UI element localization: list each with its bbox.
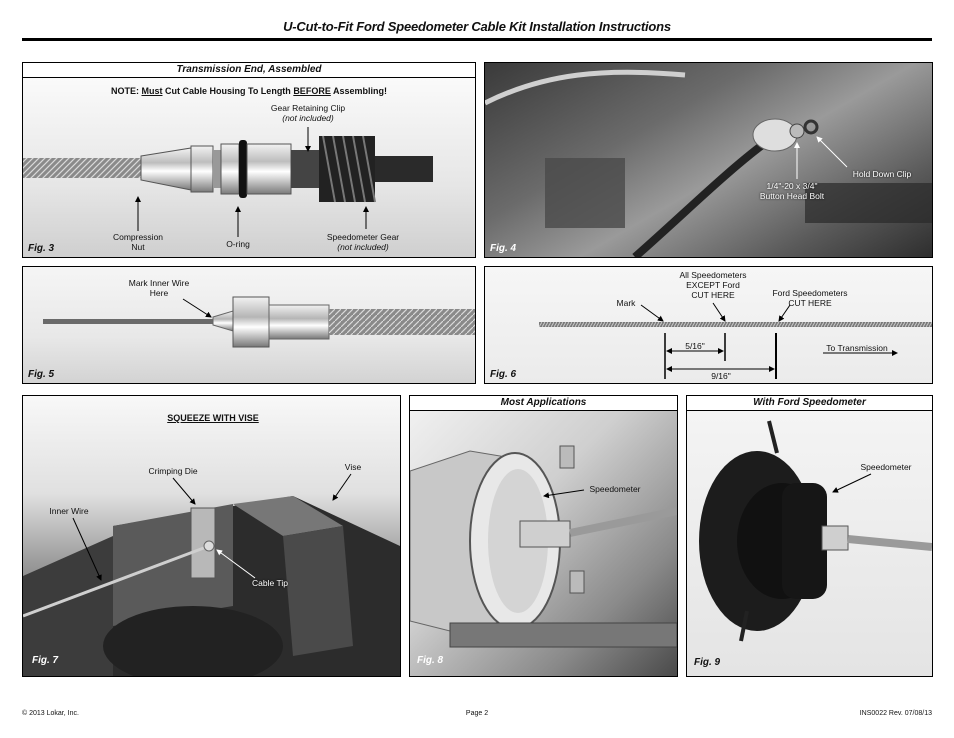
footer-doc-number: INS0022 Rev. 07/08/13 [859, 710, 932, 717]
fig6-illustration [539, 322, 932, 327]
fig6-label: Fig. 6 [490, 369, 517, 380]
fig9-photo [687, 411, 932, 676]
button-head-bolt-label: 1/4"-20 x 3/4"Button Head Bolt [759, 181, 825, 201]
page-title: U-Cut-to-Fit Ford Speedometer Cable Kit … [283, 19, 671, 34]
crimping-die [190, 507, 216, 579]
title-divider [22, 38, 932, 41]
speedometer-gear [319, 135, 376, 203]
vise [23, 496, 400, 676]
squeeze-with-vise-label: SQUEEZE WITH VISE [167, 413, 259, 423]
footer-copyright: © 2013 Lokar, Inc. [22, 710, 79, 717]
fig4-illustration [485, 69, 932, 257]
button-head-bolt [789, 123, 805, 139]
cable-tip [203, 540, 215, 552]
fig9-illustration [699, 420, 932, 642]
fig5-label: Fig. 5 [28, 369, 55, 380]
hold-down-clip-label: Hold Down Clip [852, 169, 912, 179]
o-ring-label: O-ring [226, 239, 250, 249]
inner-wire [23, 544, 210, 618]
fig8-illustration [410, 445, 677, 648]
fig5-photo [23, 267, 475, 383]
fig3-panel: Transmission End, Assembled [22, 62, 476, 258]
footer-page: Page 2 [465, 710, 489, 717]
braided-housing [23, 158, 143, 178]
gear-retaining-clip-label: Gear Retaining Clip(not included) [270, 103, 346, 123]
o-ring [239, 140, 247, 198]
fig8-photo [410, 411, 677, 676]
fig4-label: Fig. 4 [490, 243, 517, 254]
fig6-photo [485, 267, 932, 383]
fig7-label: Fig. 7 [32, 655, 59, 666]
vise-label: Vise [344, 462, 362, 472]
fig8-panel: Most Applications Speedometer Fig. 8 [409, 395, 678, 677]
mark-label: Mark [616, 298, 636, 308]
inner-wire [43, 319, 233, 324]
fig8-speedometer-label: Speedometer [589, 484, 641, 494]
dim-5-16-label: 5/16" [685, 341, 705, 351]
dim-9-16-label: 9/16" [711, 371, 731, 381]
crimping-die-label: Crimping Die [148, 466, 198, 476]
cable-nut [519, 520, 571, 548]
cable-fitting [752, 118, 798, 152]
fig7-illustration [23, 496, 400, 676]
fig9-speedometer-label: Speedometer [860, 462, 912, 472]
compression-nut [190, 145, 214, 193]
fig9-label: Fig. 9 [694, 657, 721, 668]
fig8-heading: Most Applications [410, 396, 677, 411]
cable-fitting [821, 525, 849, 551]
cable-tip-label: Cable Tip [252, 578, 288, 588]
fig3-label: Fig. 3 [28, 243, 55, 254]
fig5-illustration [43, 296, 475, 348]
fig4-panel: Hold Down Clip 1/4"-20 x 3/4"Button Head… [484, 62, 933, 258]
ford-speedometer [699, 420, 827, 642]
fig9-heading: With Ford Speedometer [687, 396, 932, 411]
fig7-photo [23, 396, 400, 676]
fig8-label: Fig. 8 [417, 655, 444, 666]
fig3-heading: Transmission End, Assembled [23, 63, 475, 78]
speedometer-gear-label: Speedometer Gear(not included) [326, 232, 400, 252]
fig9-panel: With Ford Speedometer Speedometer Fig. 9 [686, 395, 933, 677]
fig4-photo [485, 63, 932, 257]
fig5-nut [232, 296, 270, 348]
speedometer-housing [410, 450, 561, 637]
hold-down-clip [803, 119, 819, 135]
fig3-illustration [23, 135, 433, 203]
to-transmission-label: To Transmission [826, 343, 888, 353]
fig7-panel: SQUEEZE WITH VISE Crimping Die Vise Inne… [22, 395, 401, 677]
fig3-photo [23, 78, 475, 257]
fig3-note: NOTE: Must Cut Cable Housing To Length B… [110, 86, 388, 96]
inner-wire-label: Inner Wire [49, 506, 89, 516]
inner-wire [539, 322, 932, 327]
